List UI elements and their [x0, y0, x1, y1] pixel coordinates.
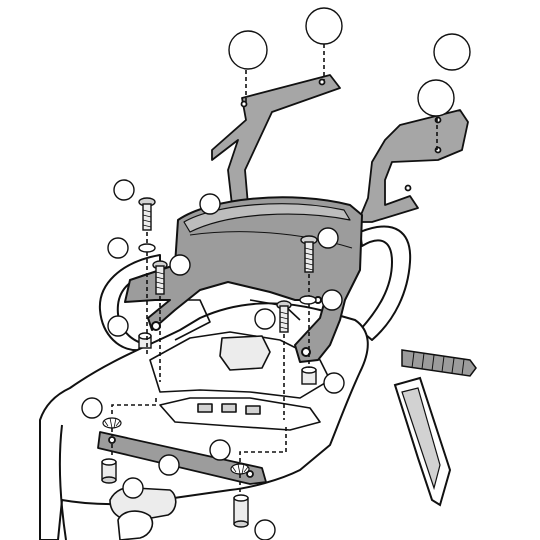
frame-slot-2 — [221, 403, 237, 413]
top-bracket-right — [357, 109, 469, 223]
assembly-guide-lines — [111, 44, 438, 494]
callout-nut-left-mid — [169, 254, 191, 276]
spacer-bottom-right-top — [233, 494, 249, 502]
rear-handle-body — [401, 349, 477, 377]
callout-bolt-top-right — [433, 33, 471, 71]
callout-screw-left — [113, 179, 135, 201]
callout-spacer-bottom-right — [254, 519, 276, 540]
screw-center — [276, 300, 292, 333]
rack-plate-hole-1 — [151, 321, 161, 331]
bolt-right-shank — [304, 241, 314, 273]
frame-slot-1 — [197, 403, 213, 413]
spacer-bottom-left-bottom — [101, 476, 117, 484]
nut-right-group — [301, 366, 317, 385]
lower-strip-hole-left — [108, 436, 116, 444]
rack-plate-hole-2 — [301, 347, 311, 357]
screw-center-thread — [279, 311, 289, 330]
rack-plate-top-face — [183, 203, 351, 233]
top-bracket-left-arm — [211, 74, 341, 206]
spacer-bottom-right-group — [233, 494, 249, 528]
washer-right — [299, 295, 317, 305]
washer-left-upper — [138, 243, 156, 253]
screw-left-shank — [155, 265, 165, 295]
top-bracket-left — [211, 74, 341, 206]
callout-strip-center — [158, 454, 180, 476]
bolt-right-thread — [304, 247, 314, 271]
callout-bolt-top-left — [228, 30, 268, 70]
frame-bottom-ring — [117, 510, 154, 540]
top-bracket-left-hole-2 — [318, 78, 326, 86]
bolt-top-left-thread — [142, 209, 152, 228]
top-bracket-right-hole-3 — [404, 184, 412, 192]
callout-screw-right — [317, 227, 339, 249]
lower-strip-hole-right — [246, 470, 254, 478]
rear-handle-ribs — [411, 351, 465, 376]
star-washer-left-teeth — [103, 417, 121, 429]
top-bracket-left-hole — [240, 100, 248, 108]
rear-handle — [401, 349, 477, 377]
screw-left — [152, 260, 168, 295]
bolt-top-left — [138, 197, 156, 231]
callout-bracket-right — [417, 79, 455, 117]
spacer-bottom-left-group — [101, 458, 117, 484]
left-fairing-edge — [58, 424, 67, 540]
lower-strip-body — [97, 431, 267, 485]
star-washer-left — [102, 417, 122, 429]
spacer-bottom-right — [233, 497, 249, 525]
star-washer-right — [230, 463, 250, 475]
callout-nut-right — [323, 372, 345, 394]
frame-slot-3 — [245, 405, 261, 415]
spacer-left-top — [138, 332, 152, 340]
guide-strip-right-link — [239, 424, 287, 462]
callout-washer-right — [321, 289, 343, 311]
callout-bolt-top-center — [305, 7, 343, 45]
screw-left-thread — [155, 271, 165, 290]
guide-strip-link — [111, 395, 157, 414]
callout-spacer-left — [107, 315, 129, 337]
callout-nut-strip-right — [209, 439, 231, 461]
callout-spacer-bottom-left — [122, 477, 144, 499]
callout-washer-left — [107, 237, 129, 259]
callout-plate-center — [199, 193, 221, 215]
right-side-panel-shade — [401, 387, 441, 491]
spacer-left-group — [138, 332, 152, 349]
spacer-bottom-right-bottom — [233, 520, 249, 528]
bolt-right — [300, 235, 318, 273]
lower-strip — [97, 431, 267, 485]
callout-screw-center — [254, 308, 276, 330]
callouts — [81, 7, 471, 540]
top-bracket-right-arm — [357, 109, 469, 223]
star-washer-right-teeth — [231, 463, 249, 475]
spacer-bottom-left-top — [101, 458, 117, 466]
callout-bolt-lower-left — [81, 397, 103, 419]
right-grab-rail — [359, 225, 412, 341]
frame-mount-block — [219, 335, 271, 371]
